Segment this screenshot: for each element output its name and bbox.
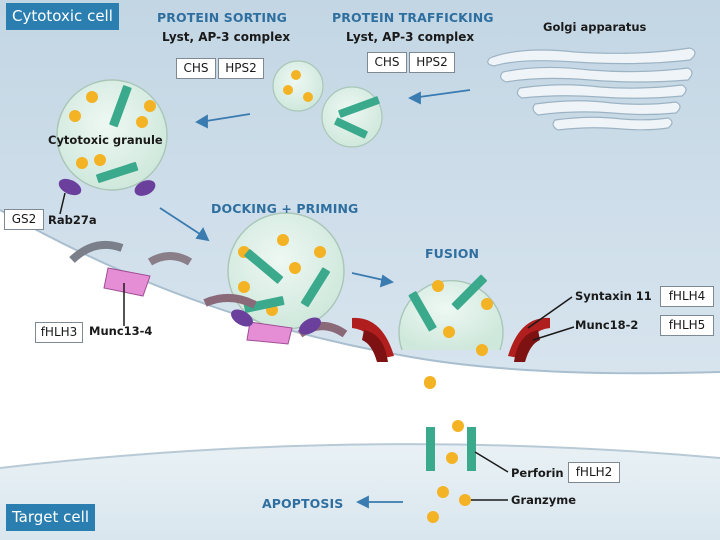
granzyme-label: Granzyme: [511, 493, 577, 507]
released-granzyme: [459, 494, 471, 506]
stage-protein-sorting-subtitle: Lyst, AP-3 complex: [162, 30, 291, 44]
munc18-2-label: Munc18-2: [575, 318, 639, 332]
perforin-pointer: [474, 451, 509, 473]
disease-box-fhlh5: fHLH5: [660, 315, 714, 336]
target-cell-body: [0, 444, 720, 540]
rab27a-blobs: [58, 178, 156, 196]
cytotoxic-cell-label: Cytotoxic cell: [6, 3, 119, 30]
released-granzyme: [452, 420, 464, 432]
stage-fusion-title: FUSION: [425, 246, 480, 261]
syntaxin-11-label: Syntaxin 11: [575, 289, 652, 303]
disease-box-sorting-hps2: HPS2: [218, 58, 264, 79]
rab27a-pointer: [59, 192, 66, 215]
stage-apoptosis-title: APOPTOSIS: [262, 496, 344, 511]
perforin-pore-right: [467, 427, 476, 471]
released-granzyme: [427, 511, 439, 523]
syntaxin-munc18-right: [508, 317, 550, 362]
docking-membrane-complex: [203, 294, 348, 345]
golgi-apparatus-label: Golgi apparatus: [543, 20, 647, 34]
stage-protein-trafficking-title: PROTEIN TRAFFICKING: [332, 10, 494, 25]
disease-box-trafficking-hps2: HPS2: [409, 52, 455, 73]
docking-perforin-bars: [243, 249, 330, 313]
stage-docking-priming-title: DOCKING + PRIMING: [211, 201, 359, 216]
disease-box-sorting-chs: CHS: [176, 58, 216, 79]
syntaxin-munc18-left: [352, 317, 394, 362]
disease-box-trafficking-chs: CHS: [367, 52, 407, 73]
rab27a-label: Rab27a: [48, 213, 97, 227]
process-arrows: [159, 89, 471, 509]
fusion-perforin-bars: [408, 274, 487, 332]
released-granzyme: [424, 377, 436, 389]
vesicle-perforin-bars: [334, 96, 380, 139]
vesicle-granzyme-dots: [283, 70, 313, 102]
perforin-label: Perforin: [511, 466, 564, 480]
disease-box-fhlh4: fHLH4: [660, 286, 714, 307]
target-cell-membrane: [0, 443, 720, 469]
target-cell-label: Target cell: [6, 504, 95, 531]
fusion-granule: [398, 279, 504, 351]
cytotoxic-granule-label: Cytotoxic granule: [48, 133, 163, 147]
munc13-4-label: Munc13-4: [89, 324, 153, 338]
syntaxin11-pointer: [527, 296, 573, 329]
stage-protein-sorting-title: PROTEIN SORTING: [157, 10, 288, 25]
released-granzyme: [437, 486, 449, 498]
disease-box-fhlh2: fHLH2: [568, 462, 620, 483]
munc18-2-pointer: [532, 326, 575, 341]
golgi-apparatus-icon: [487, 47, 696, 131]
released-granzyme: [446, 452, 458, 464]
disease-box-gs2: GS2: [4, 209, 44, 230]
granule-perforin-bars: [96, 85, 139, 183]
disease-box-fhlh3: fHLH3: [35, 322, 83, 343]
granule-granzyme-dots: [69, 91, 156, 169]
perforin-pore-left: [426, 427, 435, 471]
stage-protein-trafficking-subtitle: Lyst, AP-3 complex: [346, 30, 475, 44]
munc13-4-complex-left: [69, 241, 193, 297]
